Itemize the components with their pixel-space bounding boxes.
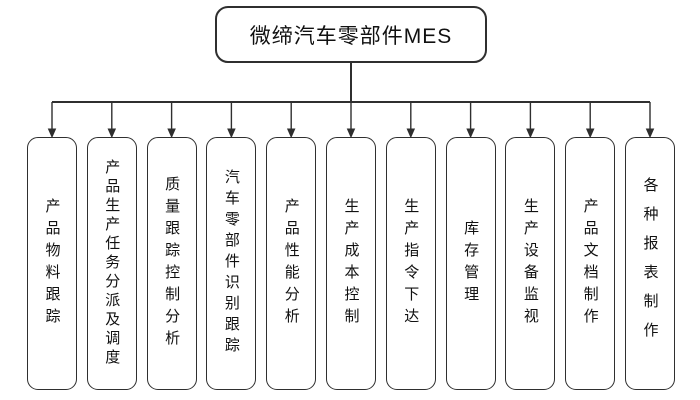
root-node-label: 微缔汽车零部件MES [249, 24, 453, 48]
module-product-performance-analysis: 产品性能分析 [266, 137, 317, 390]
module-label: 产品物料跟踪 [43, 197, 61, 330]
module-label: 生产指令下达 [402, 197, 420, 330]
module-quality-tracking-control-analysis: 质量跟踪控制分析 [146, 137, 197, 390]
module-label: 库存管理 [462, 219, 480, 308]
module-product-document-creation: 产品文档制作 [565, 137, 616, 390]
module-label: 生产成本控制 [342, 197, 360, 330]
module-production-order-issuance: 生产指令下达 [385, 137, 436, 390]
module-various-reports-creation: 各种报表制作 [624, 137, 675, 390]
module-auto-parts-identification-tracking: 汽车零部件识别跟踪 [206, 137, 257, 390]
module-label: 质量跟踪控制分析 [163, 175, 181, 352]
module-label: 产品性能分析 [282, 197, 300, 330]
module-label: 产品生产任务分派及调度 [103, 159, 121, 368]
root-node: 微缔汽车零部件MES [215, 6, 487, 63]
module-production-task-dispatch-scheduling: 产品生产任务分派及调度 [86, 137, 137, 390]
module-production-equipment-monitoring: 生产设备监视 [505, 137, 556, 390]
module-label: 生产设备监视 [521, 197, 539, 330]
module-label: 产品文档制作 [581, 197, 599, 330]
module-label: 汽车零部件识别跟踪 [222, 169, 240, 358]
module-row: 产品物料跟踪 产品生产任务分派及调度 质量跟踪控制分析 汽车零部件识别跟踪 产品… [27, 137, 675, 390]
module-label: 各种报表制作 [641, 176, 659, 351]
module-inventory-management: 库存管理 [445, 137, 496, 390]
module-production-cost-control: 生产成本控制 [325, 137, 376, 390]
module-product-material-tracking: 产品物料跟踪 [27, 137, 77, 390]
